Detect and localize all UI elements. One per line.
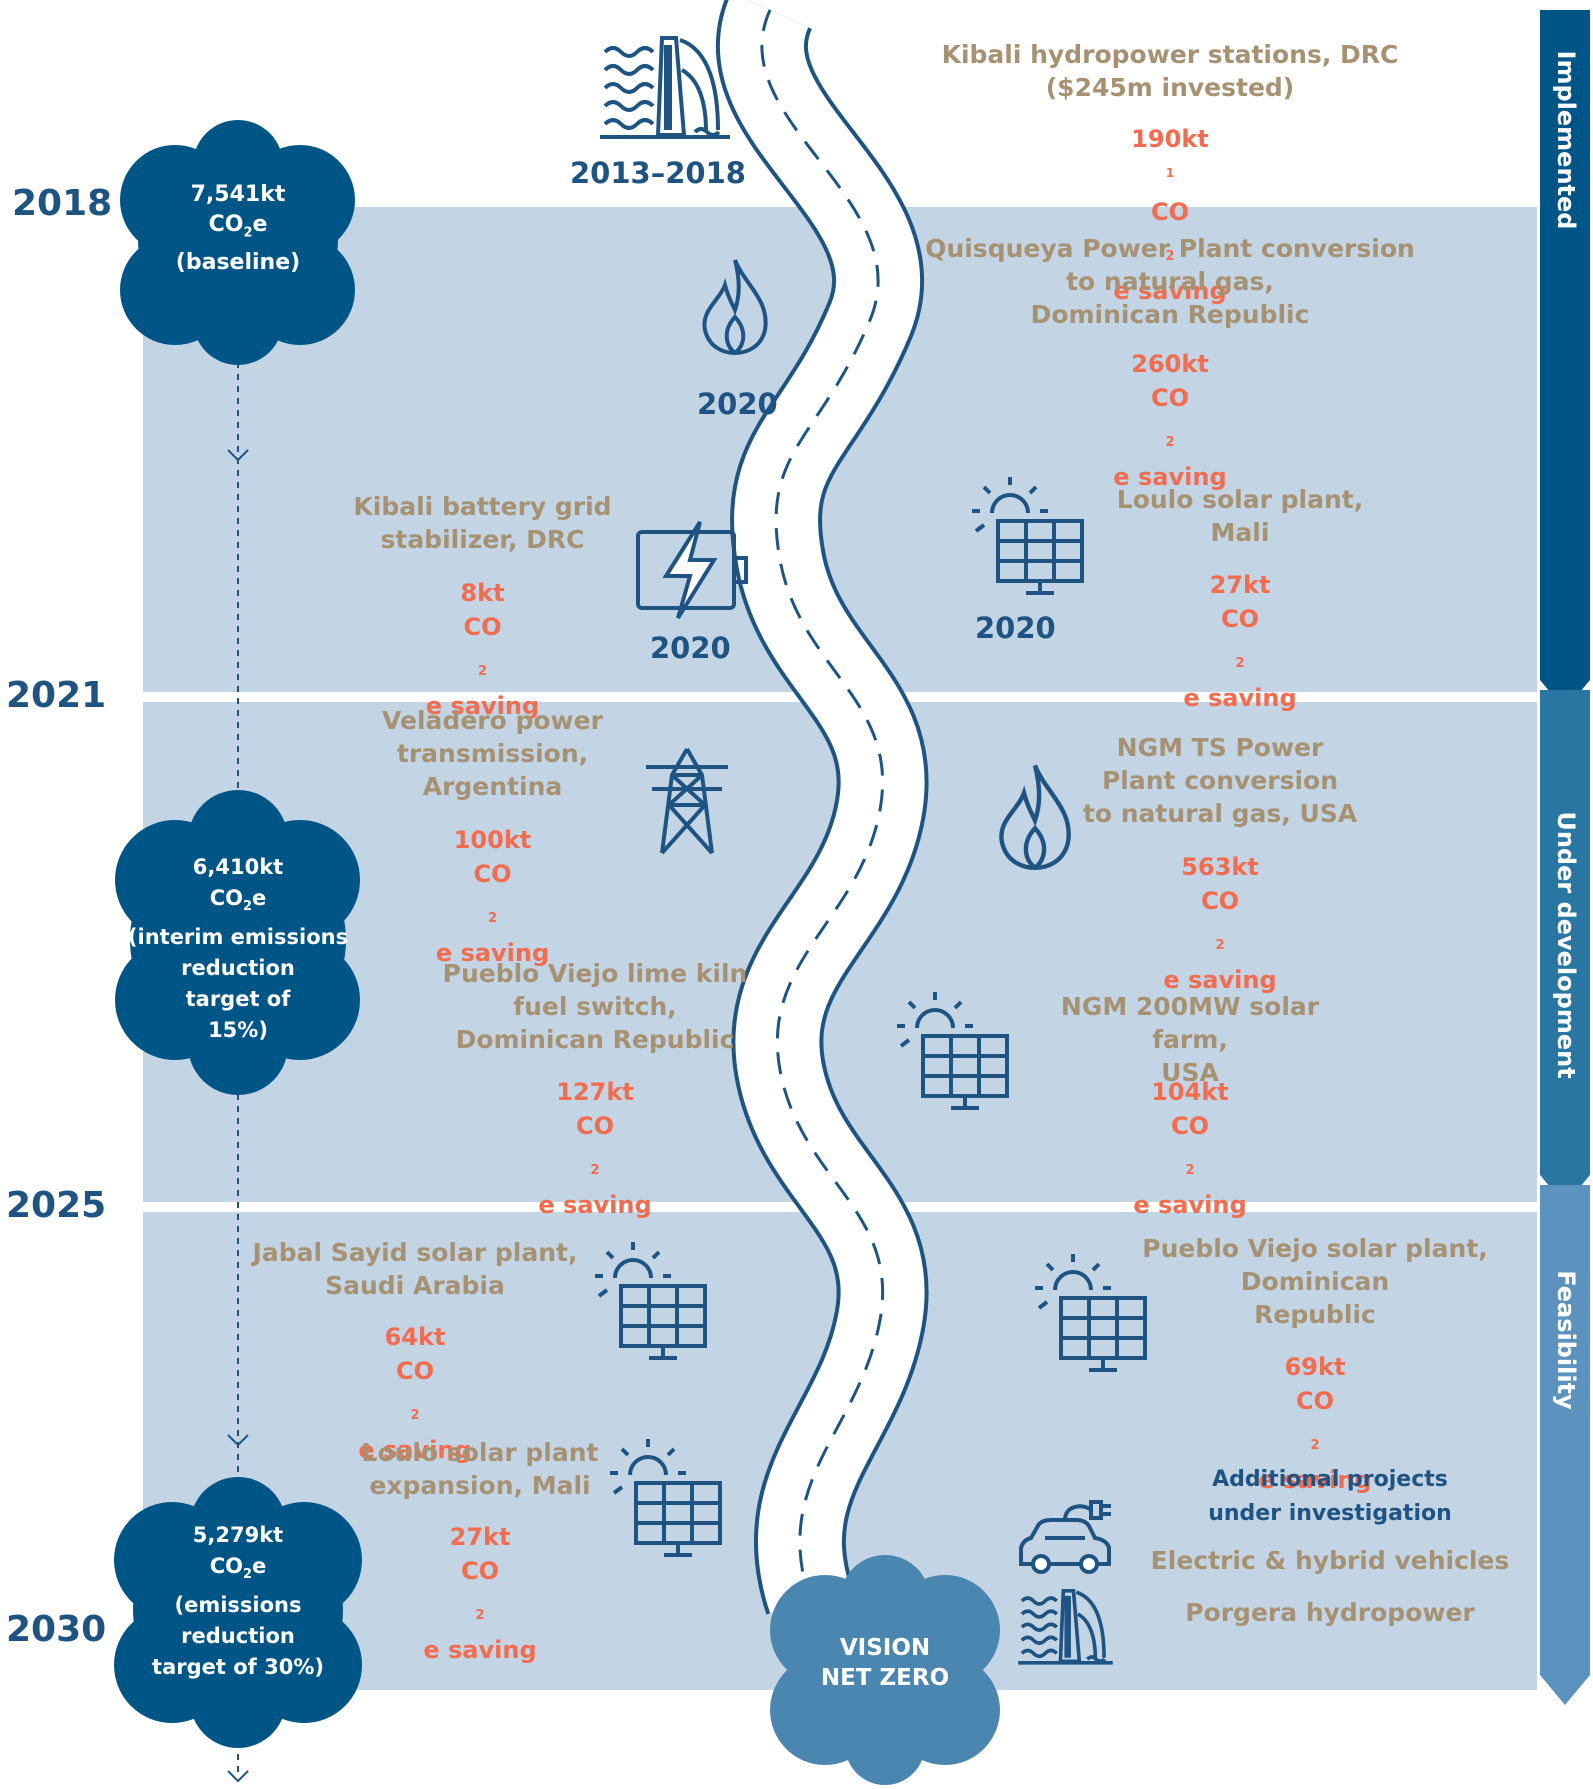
solar-panel-icon <box>972 477 1084 595</box>
additional-item-electric-vehicles: Electric & hybrid vehicles <box>1150 1546 1510 1575</box>
project-title-kibali-hydropower: Kibali hydropower stations, DRC ($245m i… <box>941 40 1399 102</box>
project-title-loulo-expansion: Loulo solar plant expansion, Mali <box>361 1438 599 1500</box>
solar-panel-icon <box>1035 1254 1147 1372</box>
milestone-baseline-text: 7,541kt CO2e (baseline) <box>138 180 338 278</box>
stage-arrow-under-development <box>1540 690 1590 1205</box>
vision-net-zero-text: VISION NET ZERO <box>820 1635 950 1691</box>
milestone-blob-2018 <box>120 120 355 365</box>
project-title-pueblo-viejo-solar: Pueblo Viejo solar plant, Dominican Repu… <box>1142 1234 1488 1329</box>
milestone-interim-text: 6,410kt CO2e (interim emissions reductio… <box>127 855 349 1043</box>
milestone-note: (baseline) <box>175 250 301 276</box>
flame-icon <box>999 764 1071 870</box>
project-title-ngm-ts: NGM TS Power Plant conversion to natural… <box>1082 733 1358 828</box>
solar-panel-icon <box>595 1242 707 1360</box>
project-title-jabal-sayid: Jabal Sayid solar plant, Saudi Arabia <box>252 1238 578 1300</box>
project-title-veladero: Veladero power transmission, Argentina <box>382 706 603 801</box>
timeline-arrow-3 <box>227 1770 249 1783</box>
flame-icon <box>702 259 768 355</box>
timeline-arrow-2 <box>227 1434 249 1447</box>
solar-panel-icon <box>897 992 1009 1110</box>
stage-label-implemented: Implemented <box>1552 50 1580 230</box>
project-title-ngm-solar: NGM 200MW solar farm, USA <box>1060 992 1320 1087</box>
milestone-value: 7,541kt <box>190 182 286 207</box>
road-centerline <box>760 9 885 1601</box>
year-2030: 2030 <box>6 1609 107 1650</box>
battery-lightning-icon <box>636 520 748 620</box>
project-title-kibali-battery: Kibali battery grid stabilizer, DRC <box>353 492 612 554</box>
stage-label-feasibility: Feasibility <box>1552 1270 1580 1410</box>
additional-projects-heading: Additional projects under investigation <box>1208 1467 1452 1526</box>
transmission-tower-icon <box>646 748 728 855</box>
additional-item-porgera-hydropower: Porgera hydropower <box>1185 1598 1475 1627</box>
milestone-blob-interim <box>115 790 360 1095</box>
hydropower-dam-icon <box>1018 1589 1113 1665</box>
milestone-2030-text: 5,279kt CO2e (emissions reduction target… <box>152 1523 324 1680</box>
project-title-loulo-solar: Loulo solar plant, Mali <box>1116 485 1364 547</box>
project-year-kibali-hydro: 2013–2018 <box>570 156 746 190</box>
timeline-arrow-1 <box>227 449 249 462</box>
stage-label-under-development: Under development <box>1552 811 1580 1079</box>
project-title-pueblo-viejo-kiln: Pueblo Viejo lime kiln fuel switch, Domi… <box>442 959 748 1054</box>
vision-net-zero-blob <box>770 1555 1000 1785</box>
year-2021: 2021 <box>6 675 107 716</box>
milestone-blob-2030 <box>114 1477 362 1748</box>
stage-arrow-implemented <box>1540 10 1590 710</box>
project-year-quisqueya: 2020 <box>697 387 778 421</box>
project-year-kibali-battery: 2020 <box>650 631 731 665</box>
project-year-loulo: 2020 <box>975 611 1056 645</box>
stage-arrow-feasibility <box>1540 1185 1590 1705</box>
year-2025: 2025 <box>6 1185 107 1226</box>
solar-panel-icon <box>610 1439 722 1557</box>
year-2018: 2018 <box>12 183 113 224</box>
hydropower-dam-icon <box>600 36 730 139</box>
project-title-quisqueya: Quisqueya Power Plant conversion to natu… <box>925 234 1415 329</box>
electric-car-icon <box>1019 1500 1111 1574</box>
